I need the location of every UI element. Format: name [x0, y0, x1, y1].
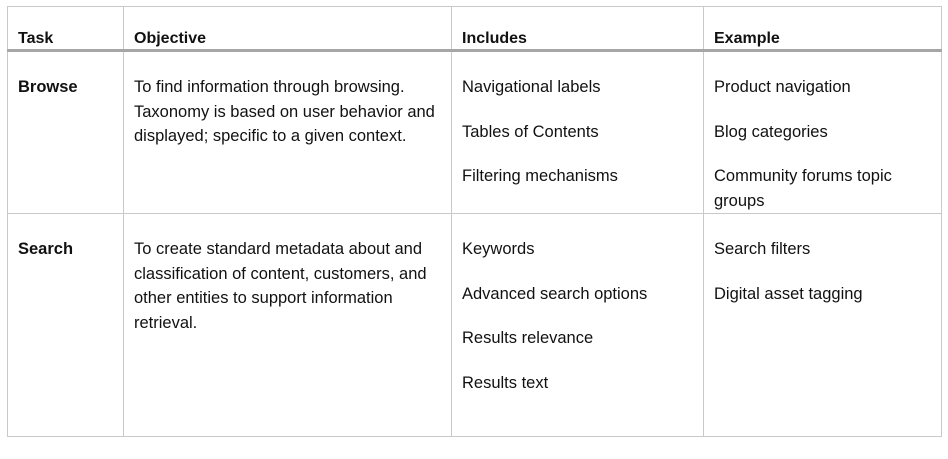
example-cell: Product navigation Blog categories Commu…: [703, 50, 942, 214]
table-row: Search To create standard metadata about…: [7, 213, 942, 437]
example-cell: Search filters Digital asset tagging: [703, 213, 942, 437]
includes-cell: Keywords Advanced search options Results…: [451, 213, 704, 437]
example-item: Search filters: [714, 240, 811, 258]
includes-item: Results relevance: [462, 329, 594, 347]
header-task: Task: [7, 6, 124, 52]
includes-item: Keywords: [462, 240, 535, 258]
task-cell: Search: [7, 213, 124, 437]
example-item: Product navigation: [714, 78, 851, 96]
includes-item: Filtering mechanisms: [462, 167, 618, 185]
objective-cell: To create standard metadata about and cl…: [123, 213, 452, 437]
example-item: Blog categories: [714, 122, 828, 141]
header-objective: Objective: [123, 6, 452, 52]
taxonomy-table-container: Task Objective Includes Example Browse T…: [7, 6, 942, 454]
includes-item: Results text: [462, 373, 549, 392]
header-includes: Includes: [451, 6, 704, 52]
example-item: Digital asset tagging: [714, 284, 863, 303]
includes-item: Advanced search options: [462, 284, 648, 303]
header-row: Task Objective Includes Example: [7, 6, 942, 52]
objective-cell: To find information through browsing. Ta…: [123, 50, 452, 214]
taxonomy-table: Task Objective Includes Example Browse T…: [7, 6, 942, 437]
task-cell: Browse: [7, 50, 124, 214]
includes-item: Navigational labels: [462, 78, 601, 96]
header-example: Example: [703, 6, 942, 52]
table-row: Browse To find information through brows…: [7, 50, 942, 214]
includes-item: Tables of Contents: [462, 122, 599, 141]
includes-cell: Navigational labels Tables of Contents F…: [451, 50, 704, 214]
example-item: Community forums topic groups: [714, 167, 892, 210]
